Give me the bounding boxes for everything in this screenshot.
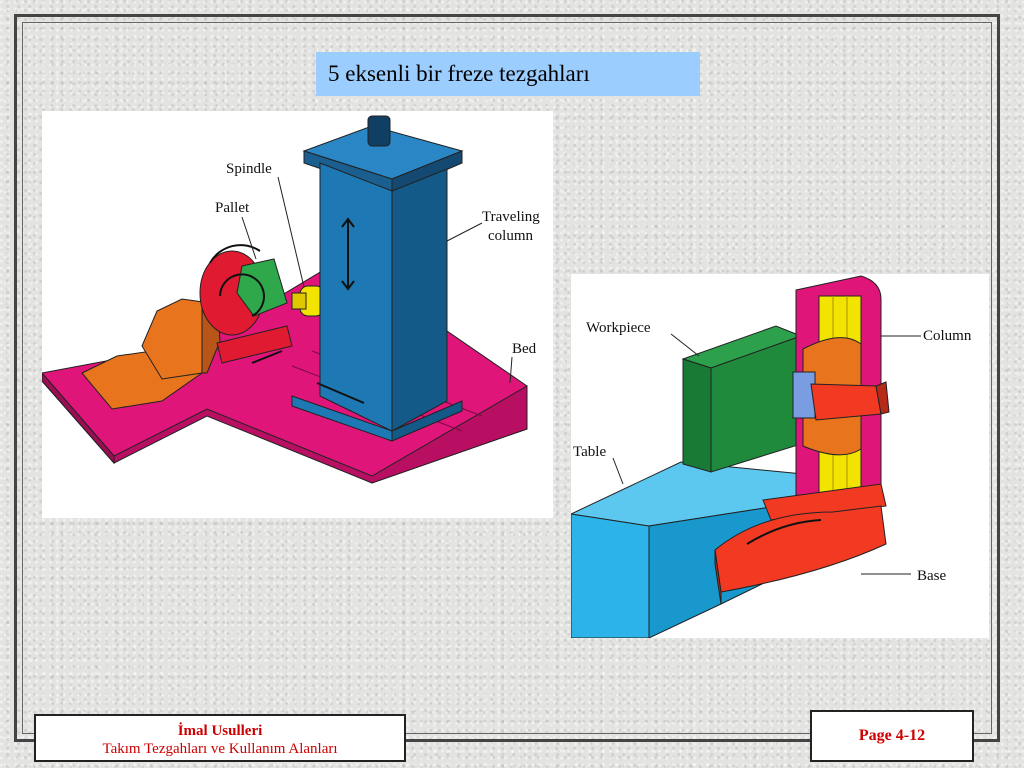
page-number: Page 4-12: [858, 727, 926, 744]
fixture-shape: [81, 298, 221, 410]
footer-page-box: Page 4-12: [810, 710, 974, 762]
slide-title-text: 5 eksenli bir freze tezgahları: [328, 61, 590, 86]
footer-course-title: İmal Usulleri: [177, 723, 263, 739]
leader-lines-right: [612, 333, 921, 575]
footer-course-box: İmal Usulleri Takım Tezgahları ve Kullan…: [34, 714, 406, 762]
head-shape: [792, 337, 890, 456]
column-shape: [291, 115, 464, 442]
label-base: Base: [917, 568, 947, 584]
base-shape: [714, 483, 887, 605]
figure-traveling-column-machine: Spindle Pallet Traveling column Bed: [42, 111, 553, 518]
label-traveling: Traveling: [482, 209, 540, 225]
label-column: Column: [923, 328, 972, 344]
figure-rotating-head-machine: Workpiece Column Table Base: [571, 274, 989, 638]
footer-course-subtitle: Takım Tezgahları ve Kullanım Alanları: [102, 741, 338, 757]
slide-frame-inner: [22, 22, 992, 734]
motion-arrows: [251, 217, 365, 404]
leader-lines: [241, 176, 513, 384]
slide-frame-outer: [14, 14, 1000, 742]
slide-title: 5 eksenli bir freze tezgahları: [316, 52, 700, 96]
workpiece-shape: [681, 325, 803, 473]
label-traveling-column: column: [488, 228, 533, 244]
label-pallet: Pallet: [215, 200, 250, 216]
label-workpiece: Workpiece: [586, 320, 651, 336]
pallet-shape: [199, 244, 293, 364]
label-table: Table: [573, 444, 606, 460]
label-bed: Bed: [512, 341, 537, 357]
label-spindle: Spindle: [226, 161, 272, 177]
